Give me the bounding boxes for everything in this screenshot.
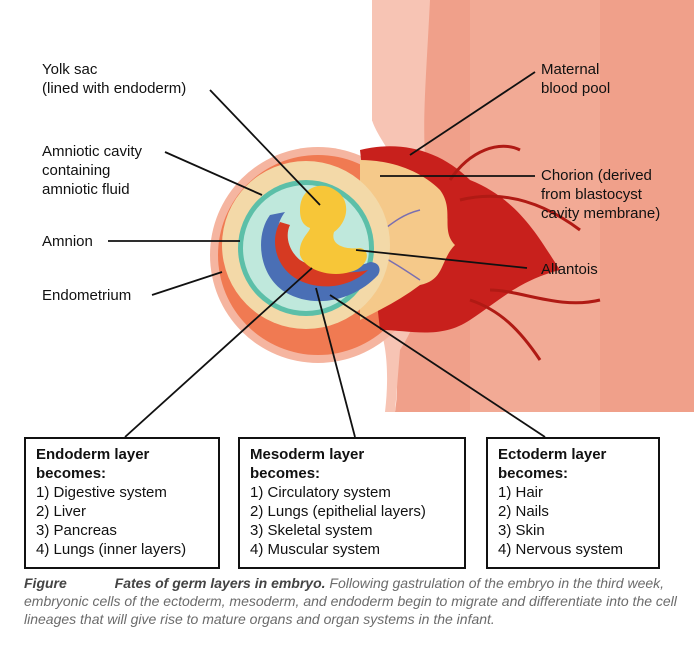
list-item: 3) Skeletal system: [250, 522, 373, 539]
list-item: 1) Digestive system: [36, 484, 167, 501]
caption-title: Fates of germ layers in embryo.: [114, 575, 326, 591]
blood-vessels: [448, 144, 601, 361]
mesoderm: [275, 222, 368, 287]
mesoderm-box: Mesoderm layer becomes: 1) Circulatory s…: [238, 437, 466, 569]
list-item: 4) Nervous system: [498, 541, 624, 558]
endoderm-list: 1) Digestive system 2) Liver 3) Pancreas…: [36, 483, 208, 559]
list-item: 4) Lungs (inner layers): [36, 541, 187, 558]
ectoderm-box: Ectoderm layer becomes: 1) Hair 2) Nails…: [486, 437, 660, 569]
ectoderm-box-title: Ectoderm layer becomes:: [498, 446, 607, 482]
chorion-villi: [360, 160, 455, 320]
figure-caption: Figure Fates of germ layers in embryo. F…: [24, 574, 684, 628]
leader-lines: [108, 71, 546, 438]
list-item: 1) Circulatory system: [250, 484, 391, 501]
caption-text: Following gastrulation of the embryo in …: [24, 575, 677, 627]
list-item: 3) Skin: [498, 522, 545, 539]
mesoderm-box-title: Mesoderm layer becomes:: [250, 446, 365, 482]
label-endometrium: Endometrium: [42, 287, 132, 304]
list-item: 2) Lungs (epithelial layers): [250, 503, 426, 520]
endoderm: [299, 185, 367, 275]
label-yolk-sac: Yolk sac (lined with endoderm): [42, 61, 187, 97]
label-amniotic-cavity: Amniotic cavity containing amniotic flui…: [42, 143, 143, 198]
endoderm-box-title: Endoderm layer becomes:: [36, 446, 150, 482]
list-item: 3) Pancreas: [36, 522, 117, 539]
label-amnion: Amnion: [42, 233, 93, 250]
list-item: 2) Nails: [498, 503, 549, 520]
list-item: 4) Muscular system: [250, 541, 381, 558]
endoderm-box: Endoderm layer becomes: 1) Digestive sys…: [24, 437, 220, 569]
list-item: 1) Hair: [498, 484, 544, 501]
label-maternal-blood-pool: Maternal blood pool: [541, 61, 611, 97]
list-item: 2) Liver: [36, 503, 87, 520]
mesoderm-list: 1) Circulatory system 2) Lungs (epitheli…: [250, 483, 454, 559]
ectoderm-list: 1) Hair 2) Nails 3) Skin 4) Nervous syst…: [498, 483, 648, 559]
caption-label: Figure: [24, 575, 67, 591]
label-chorion: Chorion (derived from blastocyst cavity …: [541, 167, 661, 222]
label-allantois: Allantois: [541, 261, 598, 278]
